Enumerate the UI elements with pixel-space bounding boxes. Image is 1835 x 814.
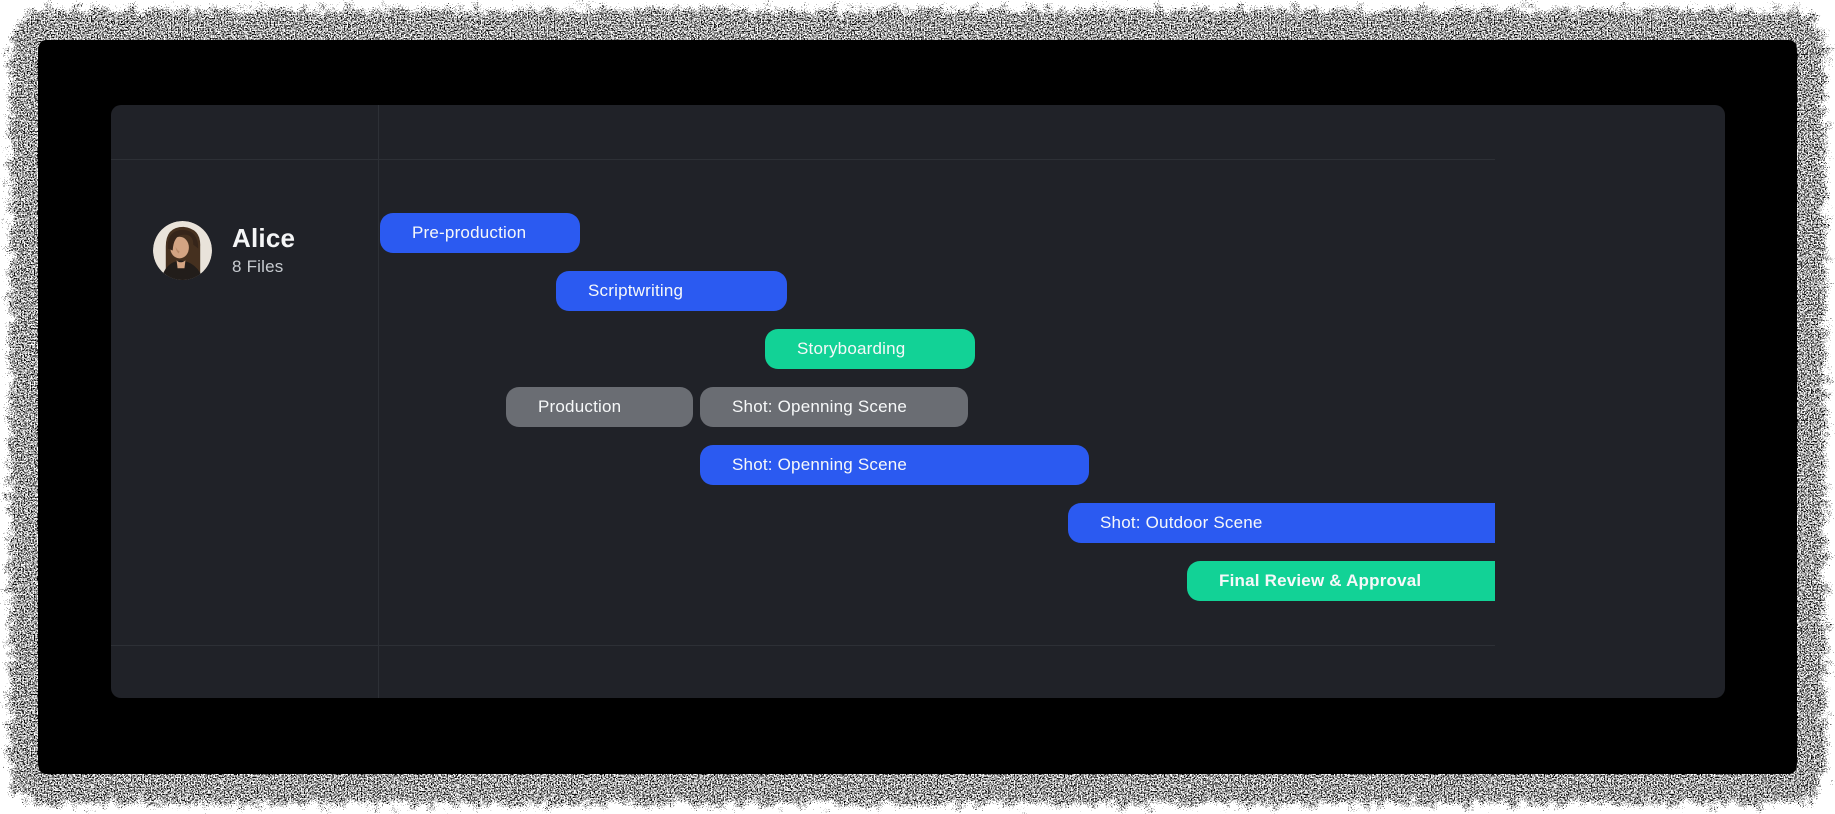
avatar: [153, 221, 212, 280]
footer-grid-line: [111, 645, 1495, 646]
user-row-alice[interactable]: Alice 8 Files: [153, 221, 363, 280]
header-grid-line: [111, 159, 1495, 160]
task-bar-storyboarding[interactable]: Storyboarding: [765, 329, 975, 369]
avatar-image: [153, 221, 212, 280]
task-bar-pre-production[interactable]: Pre-production: [380, 213, 580, 253]
column-divider-line: [378, 105, 379, 698]
user-file-count: 8 Files: [232, 257, 284, 277]
task-bar-scriptwriting[interactable]: Scriptwriting: [556, 271, 787, 311]
task-bar-shot-openning-scene[interactable]: Shot: Openning Scene: [700, 445, 1089, 485]
task-bar-final-review-approval[interactable]: Final Review & Approval: [1187, 561, 1495, 601]
task-bar-shot-outdoor-scene[interactable]: Shot: Outdoor Scene: [1068, 503, 1495, 543]
user-name: Alice: [232, 222, 296, 253]
user-info: Alice 8 Files: [232, 224, 295, 278]
task-bar-shot-openning-scene[interactable]: Shot: Openning Scene: [700, 387, 968, 427]
task-bar-production[interactable]: Production: [506, 387, 693, 427]
